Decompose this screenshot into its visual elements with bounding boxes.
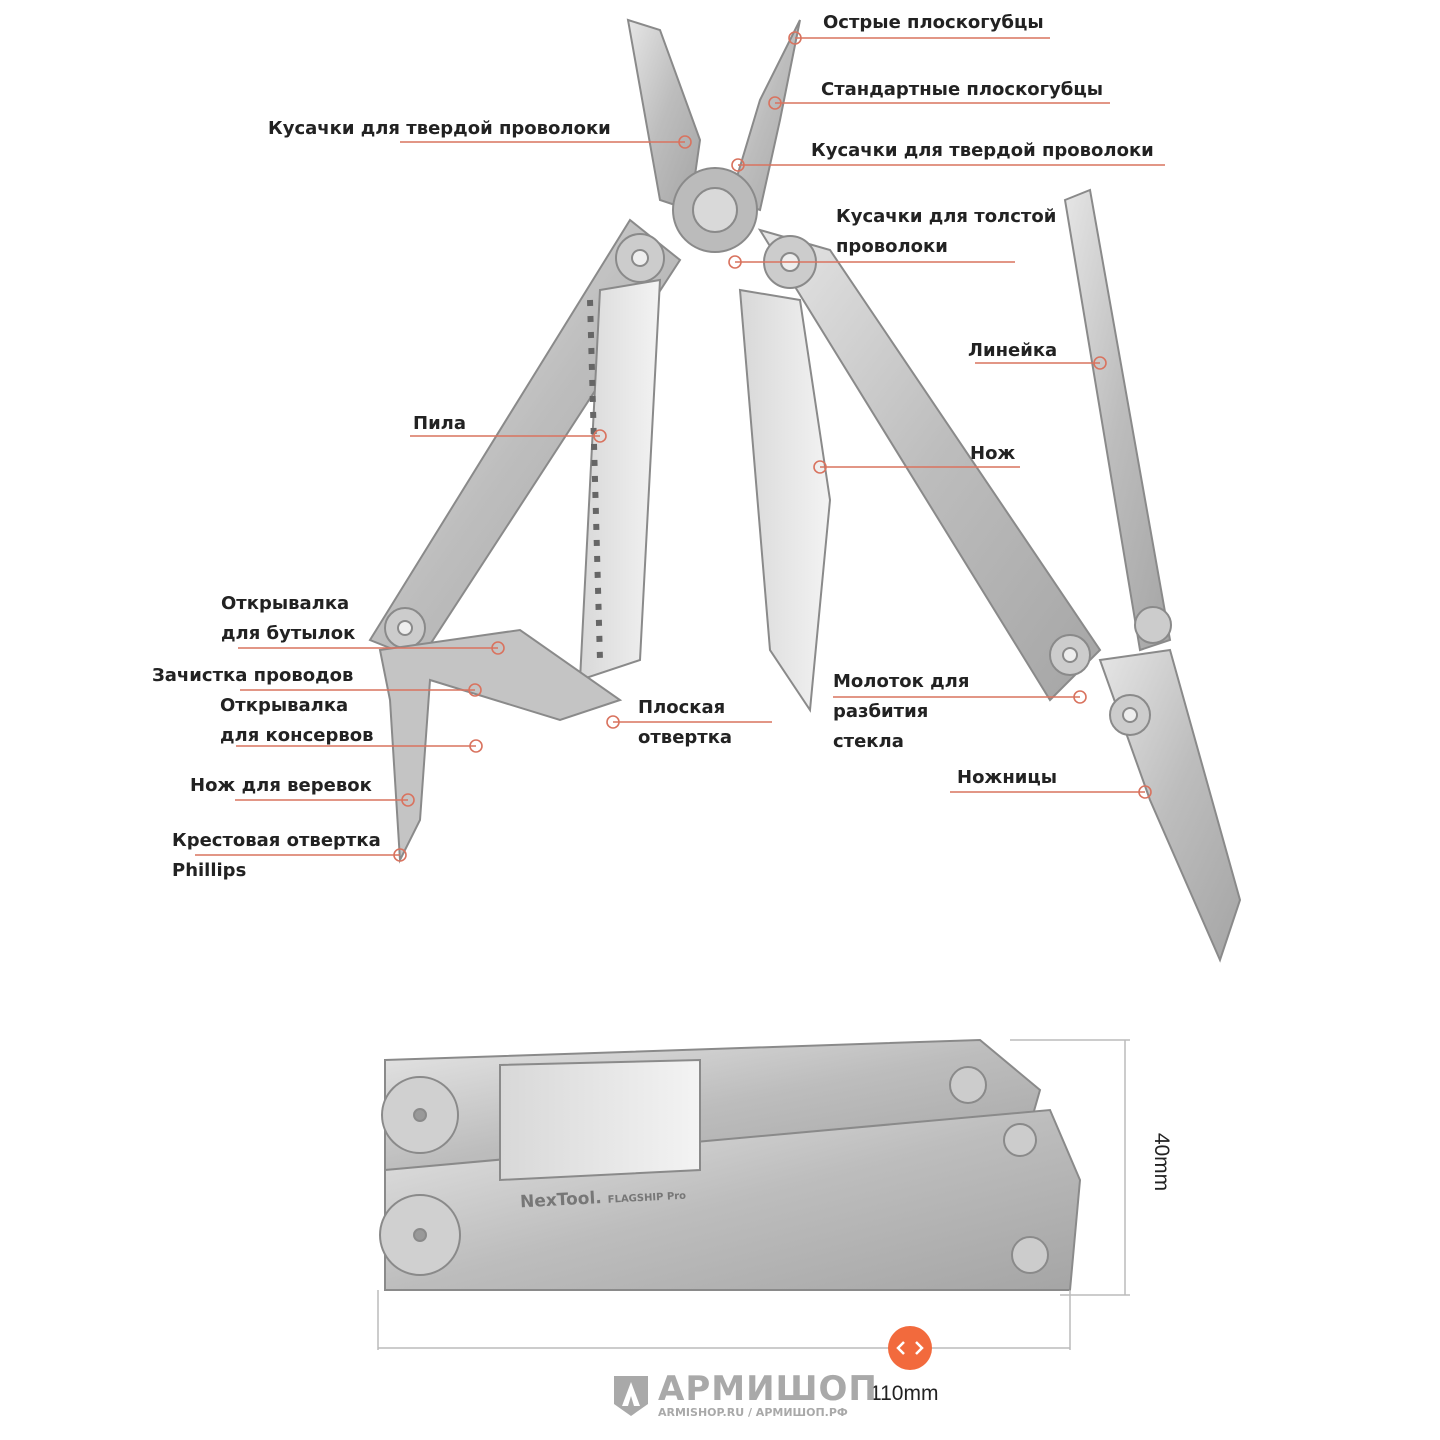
logo-url: ARMISHOP.RU / АРМИШОП.РФ	[658, 1406, 848, 1419]
dimension-marker-icon	[888, 1326, 932, 1370]
label-scissors: Ножницы	[957, 767, 1058, 788]
label-line: для консервов	[220, 725, 374, 746]
label-line: Открывалка	[220, 695, 349, 716]
armishop-logo: АРМИШОП ARMISHOP.RU / АРМИШОП.РФ	[612, 1372, 878, 1419]
label-line: Кусачки для толстой	[836, 206, 1057, 227]
pliers-jaws	[626, 18, 801, 253]
label-rope-cutter: Нож для веревок	[190, 775, 372, 796]
dimension-lines	[377, 1039, 1130, 1350]
ruler-and-scissors	[1063, 188, 1242, 963]
label-hard-wire-cutter-right: Кусачки для твердой проволоки	[811, 140, 1154, 161]
label-ruler: Линейка	[968, 340, 1058, 361]
label-line: Плоская	[638, 697, 726, 718]
label-hard-wire-cutter-left: Кусачки для твердой проволоки	[268, 118, 611, 139]
right-handle	[738, 228, 1102, 713]
label-can-opener: Открывалка для консервов	[220, 691, 373, 751]
leader-lines	[195, 31, 1165, 862]
label-line: Phillips	[172, 860, 247, 881]
label-line: отвертка	[638, 727, 733, 748]
label-line: разбития	[833, 701, 929, 722]
brand-model: FLAGSHIP Pro	[607, 1190, 687, 1206]
left-handle	[368, 218, 682, 864]
label-line: стекла	[833, 731, 904, 752]
label-standard-pliers: Стандартные плоскогубцы	[821, 79, 1103, 100]
dimension-height: 40mm	[1150, 1132, 1174, 1192]
label-flat-screwdriver: Плоская отвертка	[638, 693, 732, 753]
label-line: проволоки	[836, 236, 948, 257]
label-line: Открывалка	[221, 593, 350, 614]
label-line: Молоток для	[833, 671, 970, 692]
label-line: для бутылок	[221, 623, 356, 644]
label-glass-breaker: Молоток для разбития стекла	[833, 667, 969, 757]
logo-name: АРМИШОП	[658, 1369, 878, 1409]
label-sharp-pliers: Острые плоскогубцы	[823, 12, 1044, 33]
shield-logo-icon	[614, 1375, 648, 1416]
dimension-length: 110mm	[870, 1382, 939, 1405]
label-line: Крестовая отвертка	[172, 830, 381, 851]
folded-multitool	[379, 1038, 1082, 1291]
brand-name: NexTool.	[519, 1188, 603, 1213]
label-bottle-opener: Открывалка для бутылок	[221, 589, 355, 649]
label-knife: Нож	[970, 443, 1016, 464]
label-wire-stripper: Зачистка проводов	[152, 665, 354, 686]
label-saw: Пила	[413, 413, 467, 434]
label-thick-wire-cutter: Кусачки для толстой проволоки	[836, 202, 1056, 262]
